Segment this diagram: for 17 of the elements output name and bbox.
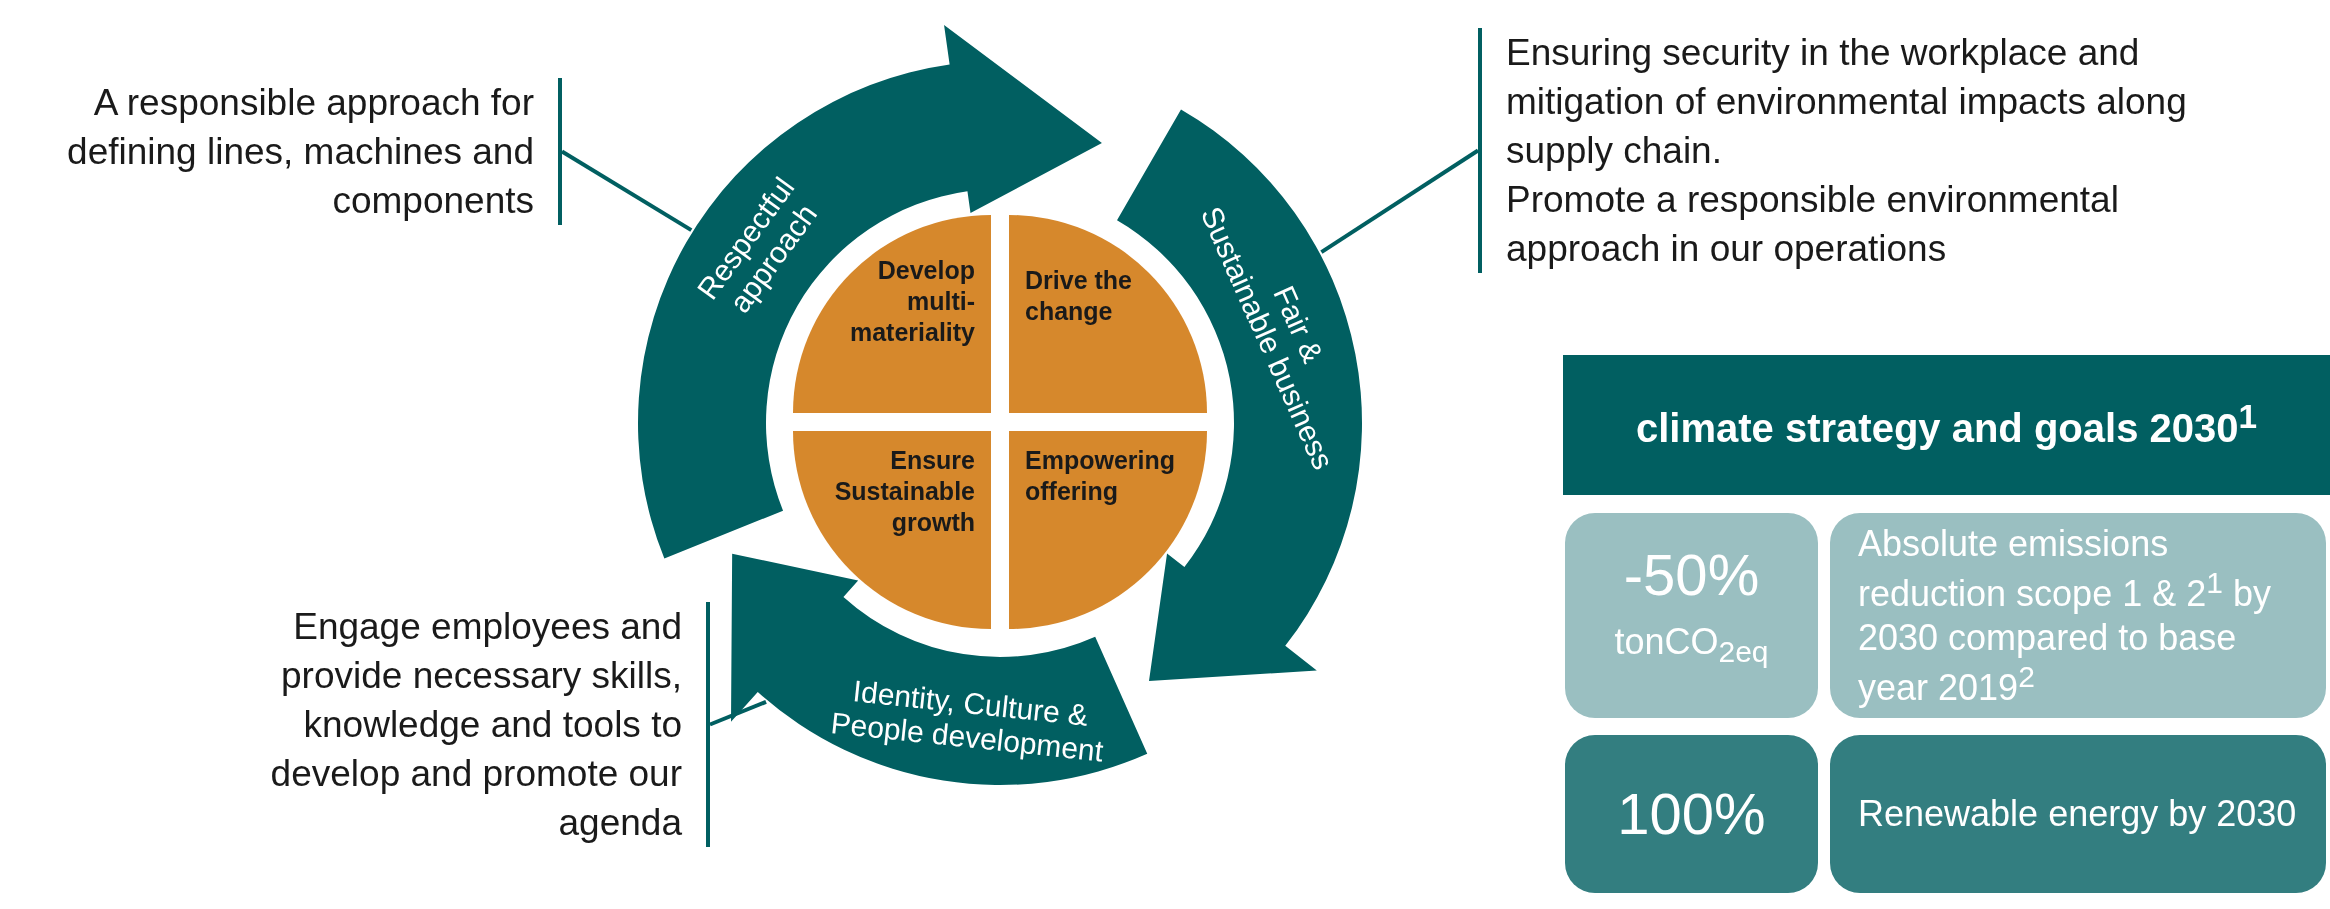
table-cell-unit: tonCO$_{2eq}$ bbox=[1613, 619, 1770, 671]
table-cell: 100% bbox=[1565, 735, 1818, 893]
callout-text: Promote a responsible environmental approach in our operations bbox=[1506, 178, 2120, 271]
callout-text: Ensuring security in the workplace and mitigation of environmental impacts along supply chain. bbox=[1506, 31, 2188, 173]
cycle-segment bbox=[731, 553, 1148, 785]
leader-line bbox=[560, 149, 693, 232]
arrow-label: Identity, Culture & People development bbox=[829, 674, 1105, 768]
callout-text: Engage employees and provide necessary skills, knowledge and tools to develop and promote our agenda bbox=[269, 605, 682, 845]
table-cell: Absolute emissions reduction scope 1 & 2$^{1}$ by 2030 compared to base year 2019$^{2}$ bbox=[1830, 513, 2326, 718]
leader-line bbox=[1320, 148, 1480, 254]
quadrant-segment: Ensure Sustainable growth bbox=[793, 431, 991, 629]
table-cell-value: -50% bbox=[1622, 541, 1761, 610]
table-header: climate strategy and goals 2030$^{1}$ bbox=[1563, 355, 2330, 495]
quadrant-segment: Empowering offering bbox=[1009, 431, 1207, 629]
leader-line bbox=[709, 700, 767, 727]
table-cell: Renewable energy by 2030 bbox=[1830, 735, 2326, 893]
callout-text: A responsible approach for defining lines, machines and components bbox=[66, 81, 534, 223]
